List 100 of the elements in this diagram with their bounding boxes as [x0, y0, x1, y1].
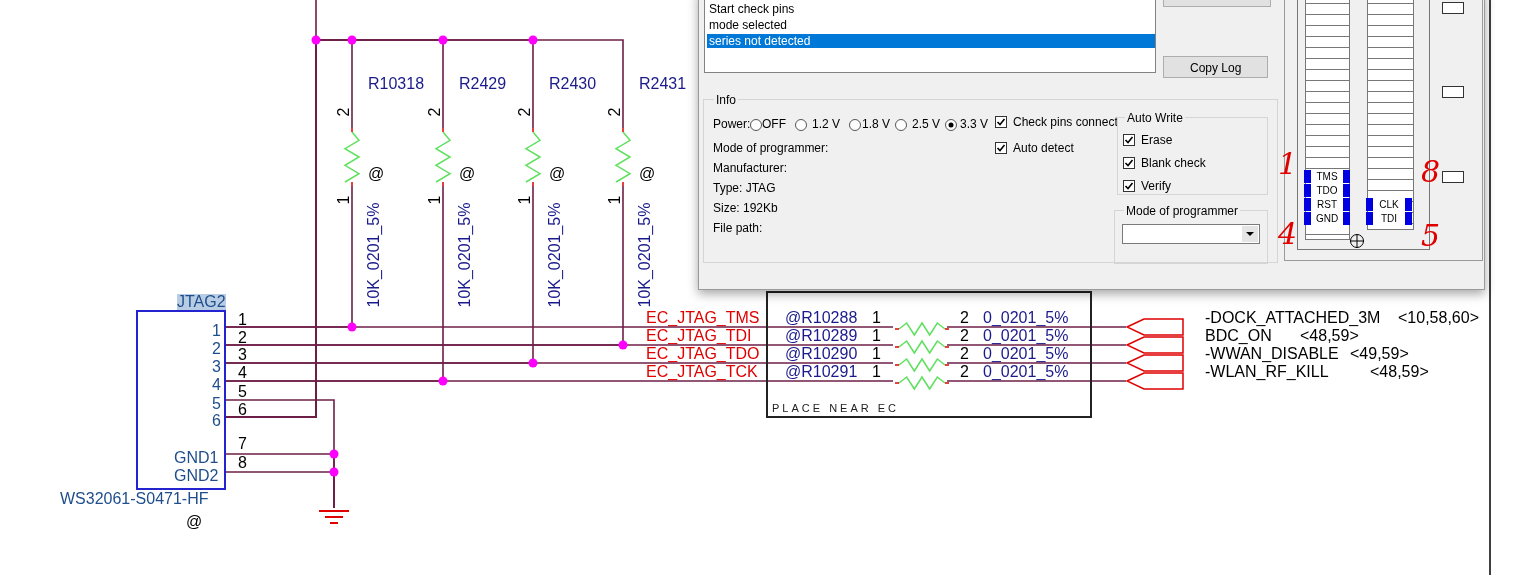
off-page-connector	[1126, 354, 1184, 372]
placement-box	[766, 291, 1092, 418]
pin-label: GND	[1304, 212, 1350, 225]
pin-number: 7	[238, 436, 247, 452]
pin-number: 2	[427, 107, 443, 117]
pin-number: 2	[517, 107, 533, 117]
pin-number: 5	[238, 384, 247, 400]
info-text: Type: JTAG	[713, 182, 776, 194]
option-label: 2.5 V	[912, 118, 941, 130]
power-label: Power:	[713, 118, 751, 130]
group-title: Mode of programmer	[1124, 205, 1241, 217]
resistor-label: R2431	[639, 76, 687, 92]
option-label: Check pins connect	[1013, 116, 1118, 128]
info-text: Mode of programmer:	[713, 142, 829, 154]
pin-number: 8	[238, 455, 247, 471]
pin-number: 1	[872, 328, 881, 344]
off-page-connector	[1126, 372, 1184, 390]
log-list	[704, 0, 1156, 73]
pin-label: TMS	[1304, 170, 1350, 183]
resistor-label: 10K_0201_5%	[366, 202, 382, 308]
note-text: PLACE NEAR EC	[772, 403, 900, 414]
resistor-symbol	[895, 321, 949, 337]
info-text: Manufacturer:	[713, 162, 788, 174]
log-entry: Start check pins	[709, 3, 795, 15]
label: BDC_ON	[1205, 328, 1272, 344]
label: -WLAN_RF_KILL	[1205, 364, 1329, 380]
pin-name: GND2	[174, 468, 219, 484]
wire	[946, 362, 1127, 364]
handwritten-number: 1	[1278, 149, 1298, 179]
label: @	[639, 166, 656, 182]
net-label: -DOCK_ATTACHED_3M	[1205, 310, 1381, 326]
option-label: Auto detect	[1013, 142, 1074, 154]
resistor-symbol	[895, 375, 949, 391]
net-name: EC_JTAG_TCK	[645, 364, 759, 380]
label: @	[368, 166, 385, 182]
pin-name: 3	[212, 359, 221, 375]
wire	[225, 471, 335, 509]
pin-number: 2	[607, 107, 623, 117]
resistor-symbol	[433, 128, 453, 186]
label: @	[186, 514, 203, 530]
net-name: EC_JTAG_TMS	[645, 310, 761, 326]
pin-label: TDI	[1366, 212, 1412, 225]
resistor-label: R2429	[459, 76, 507, 92]
app-window	[698, 0, 1485, 290]
pin-name: GND1	[174, 450, 219, 466]
page-reference: <48,59>	[1370, 364, 1429, 380]
pin-number: 1	[872, 364, 881, 380]
pin-number: 2	[960, 310, 969, 326]
off-page-connector	[1126, 336, 1184, 354]
resistor-label: 0_0201_5%	[983, 328, 1069, 344]
resistor-symbol	[342, 128, 362, 186]
pin-number: 1	[607, 195, 623, 205]
pin-name: 2	[212, 341, 221, 357]
group-title: Info	[714, 94, 738, 106]
log-entry: mode selected	[709, 19, 788, 31]
wire	[946, 326, 1127, 328]
resistor-symbol	[895, 339, 949, 355]
jtag-heading: JTAG2	[177, 294, 226, 310]
resistor-label: R2430	[549, 76, 597, 92]
pin-number: 1	[517, 195, 533, 205]
wire	[225, 185, 353, 328]
info-text: Size: 192Kb	[713, 202, 778, 214]
option-label: 1.8 V	[862, 118, 891, 130]
pin-name: 4	[212, 377, 221, 393]
resistor-label: 0_0201_5%	[983, 364, 1069, 380]
resistor-label: 10K_0201_5%	[637, 202, 653, 308]
handwritten-number: 5	[1421, 221, 1441, 251]
off-page-connector	[1126, 318, 1184, 336]
net-name: EC_JTAG_TDO	[645, 346, 761, 362]
label: @	[459, 166, 476, 182]
resistor-label: 10K_0201_5%	[457, 202, 473, 308]
group-title: Auto Write	[1125, 112, 1185, 124]
resistor-label: @R10289	[785, 328, 858, 344]
page-reference: <49,59>	[1350, 346, 1409, 362]
resistor-symbol	[613, 128, 633, 186]
resistor-label: @R10291	[785, 364, 858, 380]
pin-number: 1	[872, 310, 881, 326]
pin-number: 1	[238, 312, 247, 328]
copy-log-button: Copy Log	[1163, 56, 1268, 78]
pin-name: 5	[212, 396, 221, 412]
label: -WWAN_DISABLE	[1205, 346, 1339, 362]
pin-name: 6	[212, 413, 221, 429]
pin-number: 1	[336, 195, 352, 205]
resistor-symbol	[523, 128, 543, 186]
resistor-label: R10318	[368, 76, 425, 92]
part-number: WS32061-S0471-HF	[60, 491, 209, 507]
wire	[225, 185, 444, 382]
wire	[225, 185, 624, 346]
resistor-label: @R10290	[785, 346, 858, 362]
pin-number: 2	[960, 328, 969, 344]
option-label: Erase	[1141, 134, 1173, 146]
pin-number: 1	[872, 346, 881, 362]
option-label: OFF	[762, 118, 786, 130]
option-label: 1.2 V	[812, 118, 841, 130]
pin-number: 4	[238, 365, 247, 381]
net-name: EC_JTAG_TDI	[645, 328, 753, 344]
resistor-label: @R10288	[785, 310, 858, 326]
pin-number: 2	[336, 107, 352, 117]
pin-number: 6	[238, 402, 247, 418]
handwritten-number: 4	[1278, 219, 1298, 249]
